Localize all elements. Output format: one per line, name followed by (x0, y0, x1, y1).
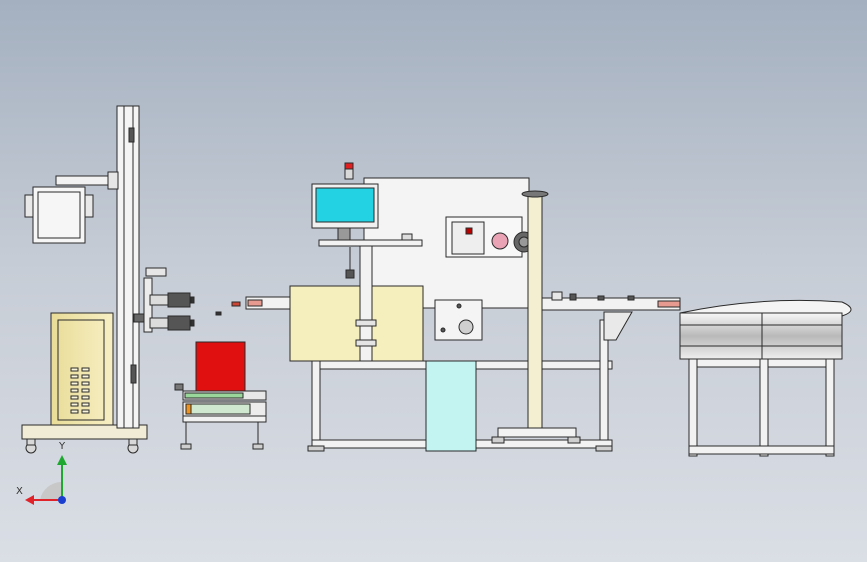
axis-triad (25, 455, 67, 505)
rotary-table-top (679, 299, 852, 317)
labeling-machine (289, 162, 633, 452)
keyboard-shelf (318, 239, 423, 247)
red-block (195, 341, 246, 392)
lift-station (21, 105, 195, 454)
conveyor (245, 291, 681, 311)
caster-wheels (25, 438, 139, 454)
camera-upper (167, 292, 191, 308)
right-stand (527, 195, 543, 432)
y-axis-label: Y (59, 441, 66, 452)
z-axis-dot (58, 496, 66, 504)
camera-lower (167, 315, 191, 331)
cabinet-vent-slots (70, 367, 90, 414)
monitor-screen (315, 187, 375, 223)
rotary-table (679, 299, 852, 457)
x-axis-label: X (16, 486, 23, 497)
weighing-cart (174, 341, 267, 450)
cyan-access-door (425, 360, 477, 452)
guide-markers (215, 301, 241, 316)
triad-origin-sector (40, 481, 62, 500)
lift-base-plate (21, 424, 148, 440)
inspection-box (32, 186, 86, 244)
rotary-table-ring (679, 312, 843, 360)
discharge-chute (603, 311, 633, 341)
